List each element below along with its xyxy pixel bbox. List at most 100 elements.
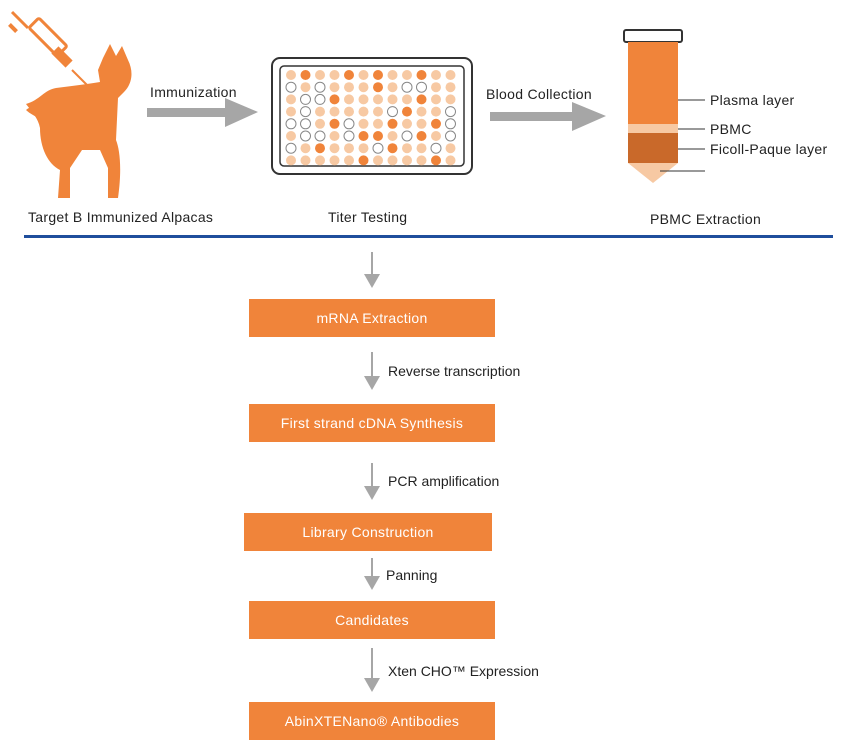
plate-well	[416, 70, 427, 80]
plate-well	[315, 70, 325, 80]
plate-well	[402, 94, 412, 105]
plate-well	[344, 143, 354, 154]
plate-well	[343, 130, 355, 142]
plate-well	[402, 143, 412, 154]
plate-well	[343, 118, 355, 130]
plate-well	[387, 106, 398, 118]
plate-well	[314, 130, 326, 142]
plate-well	[387, 155, 398, 166]
plate-well	[300, 106, 311, 118]
plate-well	[431, 106, 441, 117]
plate-well	[344, 82, 354, 93]
plate-well	[329, 82, 340, 93]
plate-well	[445, 70, 456, 80]
plate-well	[285, 81, 297, 93]
plate-well	[431, 131, 441, 141]
blood-collection-label: Blood Collection	[486, 86, 592, 102]
plate-well	[358, 106, 369, 117]
plate-well	[358, 143, 369, 154]
plate-well	[314, 93, 326, 105]
plate-well	[431, 155, 441, 166]
plate-well	[329, 131, 340, 141]
plate-well	[285, 118, 297, 130]
plate-well	[416, 143, 427, 154]
plate-well	[300, 155, 311, 166]
plate-well	[300, 93, 311, 105]
blood-collection-arrow	[490, 102, 606, 131]
plate-well	[344, 106, 354, 117]
plate-well	[445, 82, 456, 93]
plate-well	[329, 155, 340, 166]
plate-well	[401, 81, 413, 93]
plasma-layer-label: Plasma layer	[710, 92, 795, 108]
syringe-icon	[8, 10, 93, 91]
plate-well	[445, 94, 456, 105]
plate-well	[286, 155, 296, 166]
plate-well	[329, 94, 340, 105]
step-antibodies: AbinXTENano® Antibodies	[249, 702, 495, 740]
plate-well	[402, 118, 412, 129]
plate-well	[373, 155, 383, 166]
plate-well	[286, 94, 296, 105]
pbmc-layer-label: PBMC	[710, 121, 752, 137]
xten-expression-label: Xten CHO™ Expression	[388, 663, 539, 679]
plate-well	[416, 118, 427, 129]
plate-well	[315, 155, 325, 166]
alpaca-icon	[26, 44, 132, 198]
pbmc-extraction-caption: PBMC Extraction	[650, 211, 762, 227]
plate-well	[344, 155, 354, 166]
plate-well	[286, 70, 296, 80]
plate-well	[373, 70, 383, 80]
immunization-arrow	[147, 98, 258, 127]
plate-well	[300, 82, 311, 93]
plate-well	[358, 131, 369, 141]
plate-well	[300, 143, 311, 154]
plate-well	[358, 94, 369, 105]
step-library-construction: Library Construction	[244, 513, 492, 551]
plate-well	[315, 106, 325, 117]
plate-well	[387, 143, 398, 154]
plate-well	[431, 70, 441, 80]
plate-well	[358, 155, 369, 166]
plate-well	[416, 81, 427, 93]
plate-well	[401, 130, 413, 142]
plate-well	[373, 94, 383, 105]
plate-well	[416, 94, 427, 105]
alpacas-caption: Target B Immunized Alpacas	[28, 209, 214, 225]
plate-well	[344, 94, 354, 105]
plate-well	[315, 118, 325, 129]
plate-well	[286, 131, 296, 141]
reverse-transcription-label: Reverse transcription	[388, 363, 521, 379]
plate-well	[373, 82, 383, 93]
immunization-label: Immunization	[150, 84, 237, 100]
plate-well	[286, 106, 296, 117]
plate-well	[445, 143, 456, 154]
plate-well	[358, 70, 369, 80]
plate-well	[431, 82, 441, 93]
section-divider	[24, 235, 833, 238]
plate-well	[431, 94, 441, 105]
step-candidates: Candidates	[249, 601, 495, 639]
plate-well	[416, 106, 427, 117]
plate-well	[445, 106, 456, 118]
plate-well	[445, 130, 456, 142]
plate-well	[300, 130, 311, 142]
plate-well	[431, 118, 441, 129]
step-mrna-extraction: mRNA Extraction	[249, 299, 495, 337]
plate-well	[329, 106, 340, 117]
pcr-amplification-label: PCR amplification	[388, 473, 500, 489]
titer-plate	[271, 57, 473, 175]
plate-well	[373, 131, 383, 141]
plate-well	[358, 82, 369, 93]
plate-well	[300, 70, 311, 80]
plate-well	[315, 143, 325, 154]
panning-label: Panning	[386, 567, 438, 583]
plate-well	[300, 118, 311, 130]
plate-well	[402, 155, 412, 166]
plate-well	[416, 131, 427, 141]
plate-well	[402, 106, 412, 117]
plate-well	[430, 142, 442, 154]
plate-well	[373, 118, 383, 129]
plate-well	[387, 118, 398, 129]
